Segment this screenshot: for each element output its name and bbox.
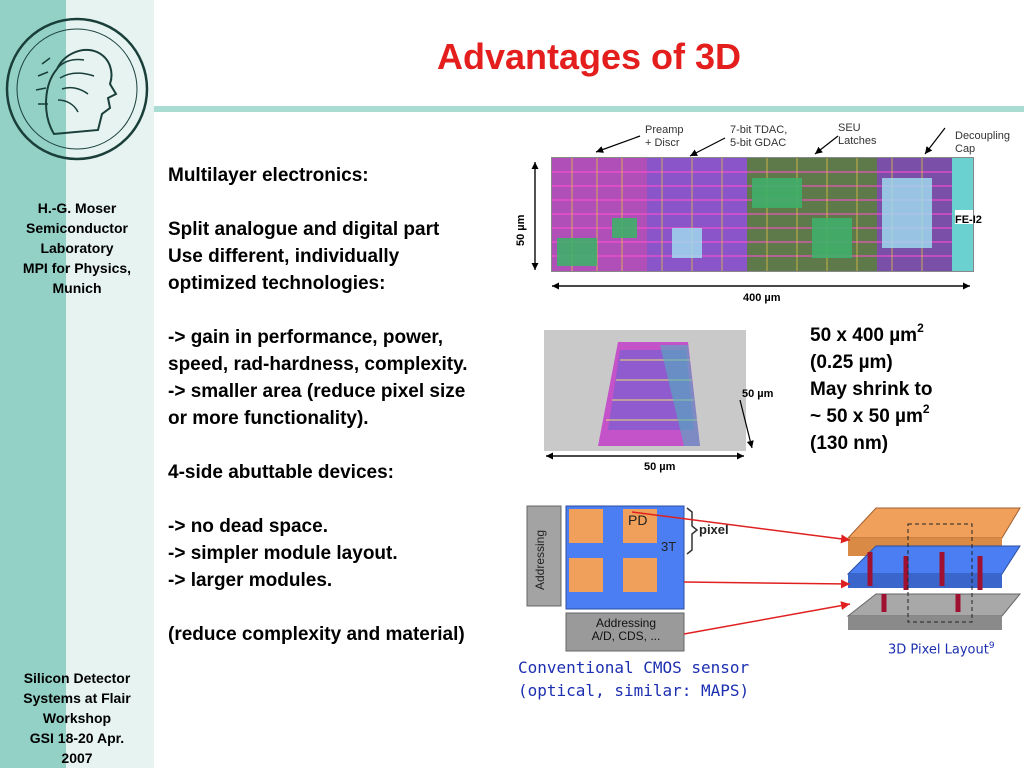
addressing-bottom-label: Addressing A/D, CDS, ... [591,616,661,643]
note-superscript: 2 [917,321,924,335]
body-line: 4-side abuttable devices: [168,462,394,483]
title-rule [154,106,1024,112]
note-line: (0.25 µm) [810,352,893,373]
body-line: (reduce complexity and material) [168,624,465,645]
body-line: speed, rad-hardness, complexity. [168,354,468,375]
pixel-label: pixel [699,522,729,537]
sidebar-band [0,0,66,768]
chip-width-label: 400 µm [743,292,781,304]
body-line: optimized technologies: [168,273,386,294]
body-line: Use different, individually [168,246,400,267]
small-chip-width-label: 50 µm [644,461,676,473]
caption-line: Conventional CMOS sensor [518,658,750,677]
body-spacer [168,486,538,513]
3t-label: 3T [661,539,677,554]
body-spacer [168,594,538,621]
seu-label: SEU Latches [838,122,877,147]
3d-pixel-layout-label: 3D Pixel Layout9 [888,641,995,657]
author-info: H.-G. Moser Semiconductor Laboratory MPI… [22,200,132,296]
size-note: 50 x 400 µm2 (0.25 µm) May shrink to ~ 5… [810,322,932,457]
note-line: ~ 50 x 50 µm [810,406,923,427]
cmos-caption: Conventional CMOS sensor (optical, simil… [518,656,749,702]
addressing-side-label: Addressing [533,529,547,590]
body-line: -> simpler module layout. [168,543,398,564]
body-line: -> larger modules. [168,570,333,591]
body-spacer [168,297,538,324]
slide-title: Advantages of 3D [436,36,742,77]
caption-line: (optical, similar: MAPS) [518,681,750,700]
preamp-label: Preamp + Discr [645,124,684,149]
slide-body: Multilayer electronics: Split analogue a… [168,162,538,648]
body-spacer [168,189,538,216]
note-line: 50 x 400 µm [810,325,918,346]
3d-pixel-layout-superscript: 9 [988,641,995,651]
tdac-label: 7-bit TDAC, 5-bit GDAC [730,124,788,149]
body-spacer [168,432,538,459]
body-line: Split analogue and digital part [168,219,440,240]
pd-label: PD [628,512,648,528]
fe-i2-label: FE-I2 [955,214,982,226]
body-line: or more functionality). [168,408,369,429]
3d-pixel-layout-text: 3D Pixel Layout [888,642,989,658]
note-superscript: 2 [922,402,930,416]
event-info: Silicon Detector Systems at Flair Worksh… [23,670,131,766]
chip-height-label: 50 µm [515,214,527,246]
body-line: -> gain in performance, power, [168,327,444,348]
fe-i2-chip-layout-image [551,157,974,272]
small-chip-partial-label: 50 µm [742,388,774,400]
note-line: (130 nm) [810,433,889,454]
body-line: Multilayer electronics: [168,165,369,186]
body-line: -> smaller area (reduce pixel size [168,381,466,402]
body-line: -> no dead space. [168,516,328,537]
note-line: May shrink to [810,379,933,400]
small-chip-photo [544,330,746,451]
mpg-minerva-logo-icon [5,17,149,161]
decoupling-label: Decoupling Cap [955,130,1011,155]
